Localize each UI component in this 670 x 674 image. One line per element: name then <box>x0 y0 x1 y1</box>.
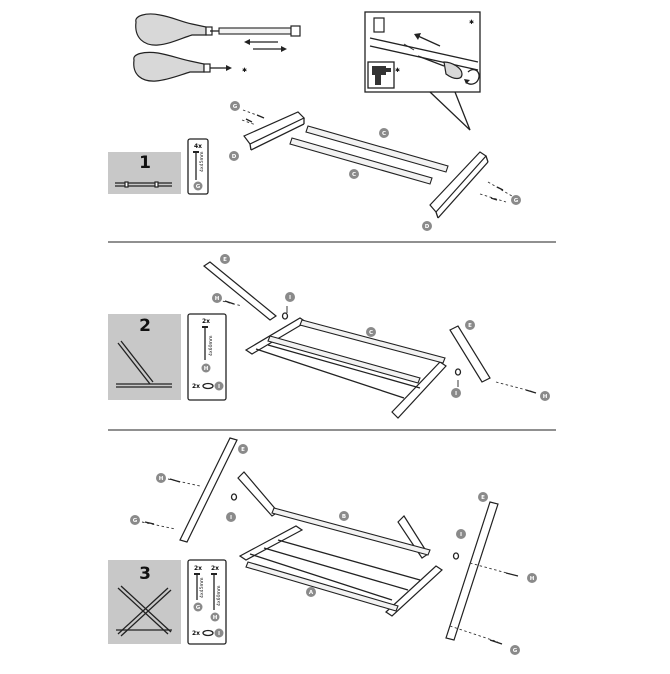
detail-callout-predrill: ✱ ✱ <box>364 11 481 131</box>
screwdriver-bit-swap-illustration: ✱ <box>133 13 301 82</box>
step-3-badge: 3 <box>108 560 181 644</box>
part-label-d: D <box>425 224 430 230</box>
step-number: 2 <box>139 316 151 336</box>
hardware-quantity: 2x <box>202 318 210 325</box>
hardware-box-step-2: 2x 4x60mm H 2x I <box>187 313 227 401</box>
screw-size: 4x60mm <box>208 335 214 356</box>
rod-c-lower <box>289 137 433 185</box>
part-label-i: I <box>455 391 457 397</box>
part-label-c: C <box>369 330 373 336</box>
screwdriver-bit <box>210 25 301 37</box>
hardware-quantity: 4x <box>194 143 202 150</box>
part-label-c: C <box>352 172 356 178</box>
hardware-box-step-3: 2x 2x 4x45mm 4x60mm G H 2x I <box>187 559 227 645</box>
part-label-h: H <box>543 394 548 400</box>
washer-quantity: 2x <box>192 630 200 637</box>
step-1-badge: 1 <box>108 152 181 194</box>
part-label-g: G <box>196 184 201 190</box>
screw-size: 4x45mm <box>199 577 205 598</box>
part-label-d: D <box>232 154 237 160</box>
screw-size: 4x60mm <box>216 585 222 606</box>
side-bar-d-left <box>243 111 306 151</box>
hardware-box-step-1: 4x 4x45mm G <box>187 138 209 195</box>
screwdriver-icon <box>133 51 232 82</box>
power-drill-icon <box>367 61 395 89</box>
screwdriver-icon <box>135 13 213 46</box>
part-label-e: E <box>241 447 245 453</box>
part-label-i: I <box>230 515 232 521</box>
part-label-h: H <box>215 296 220 302</box>
part-label-e: E <box>223 257 227 263</box>
part-label-c: C <box>382 131 386 137</box>
step-1: 1 4x 4x45mm G G D <box>108 101 521 231</box>
part-label-e: E <box>468 323 472 329</box>
part-label-g: G <box>513 648 518 654</box>
step-number: 1 <box>139 153 151 173</box>
step-3: 3 2x 2x 4x45mm 4x60mm G H 2x I <box>108 437 537 655</box>
leg-e-left <box>179 437 238 543</box>
hardware-quantity: 2x <box>194 565 202 572</box>
part-label-h: H <box>159 476 164 482</box>
part-label-b: B <box>342 514 346 520</box>
frame-assembly <box>244 317 447 419</box>
leg-e-right <box>445 501 499 641</box>
part-label-i: I <box>218 384 220 390</box>
warning-star-icon: ✱ <box>469 19 474 26</box>
part-label-a: A <box>309 590 314 596</box>
part-label-g: G <box>196 605 201 611</box>
part-label-g: G <box>514 198 519 204</box>
screw-size: 4x45mm <box>199 151 205 172</box>
step-2: 2 2x 4x60mm H 2x I E H <box>108 254 550 419</box>
part-label-h: H <box>530 576 535 582</box>
warning-star-icon: ✱ <box>395 67 400 74</box>
part-label-g: G <box>133 518 138 524</box>
screwdriver-icon <box>417 55 463 80</box>
part-label-i: I <box>218 631 220 637</box>
hardware-quantity: 2x <box>211 565 219 572</box>
leg-e-left <box>202 261 278 321</box>
step-2-badge: 2 <box>108 314 181 400</box>
frame-assembly <box>237 471 443 617</box>
part-label-h: H <box>204 366 209 372</box>
warning-star-icon: ✱ <box>242 67 247 74</box>
arrow-into-wood <box>414 33 441 47</box>
part-label-i: I <box>460 532 462 538</box>
part-label-h: H <box>213 615 218 621</box>
washer-quantity: 2x <box>192 383 200 390</box>
part-label-g: G <box>233 104 238 110</box>
rotate-arrow-icon <box>464 68 480 85</box>
step-number: 3 <box>139 564 151 584</box>
rod-c-upper <box>305 125 449 173</box>
swap-arrows <box>244 39 287 52</box>
part-label-e: E <box>481 495 485 501</box>
side-bar-d-right <box>429 151 489 219</box>
leg-e-right <box>449 325 491 383</box>
part-label-i: I <box>289 295 291 301</box>
